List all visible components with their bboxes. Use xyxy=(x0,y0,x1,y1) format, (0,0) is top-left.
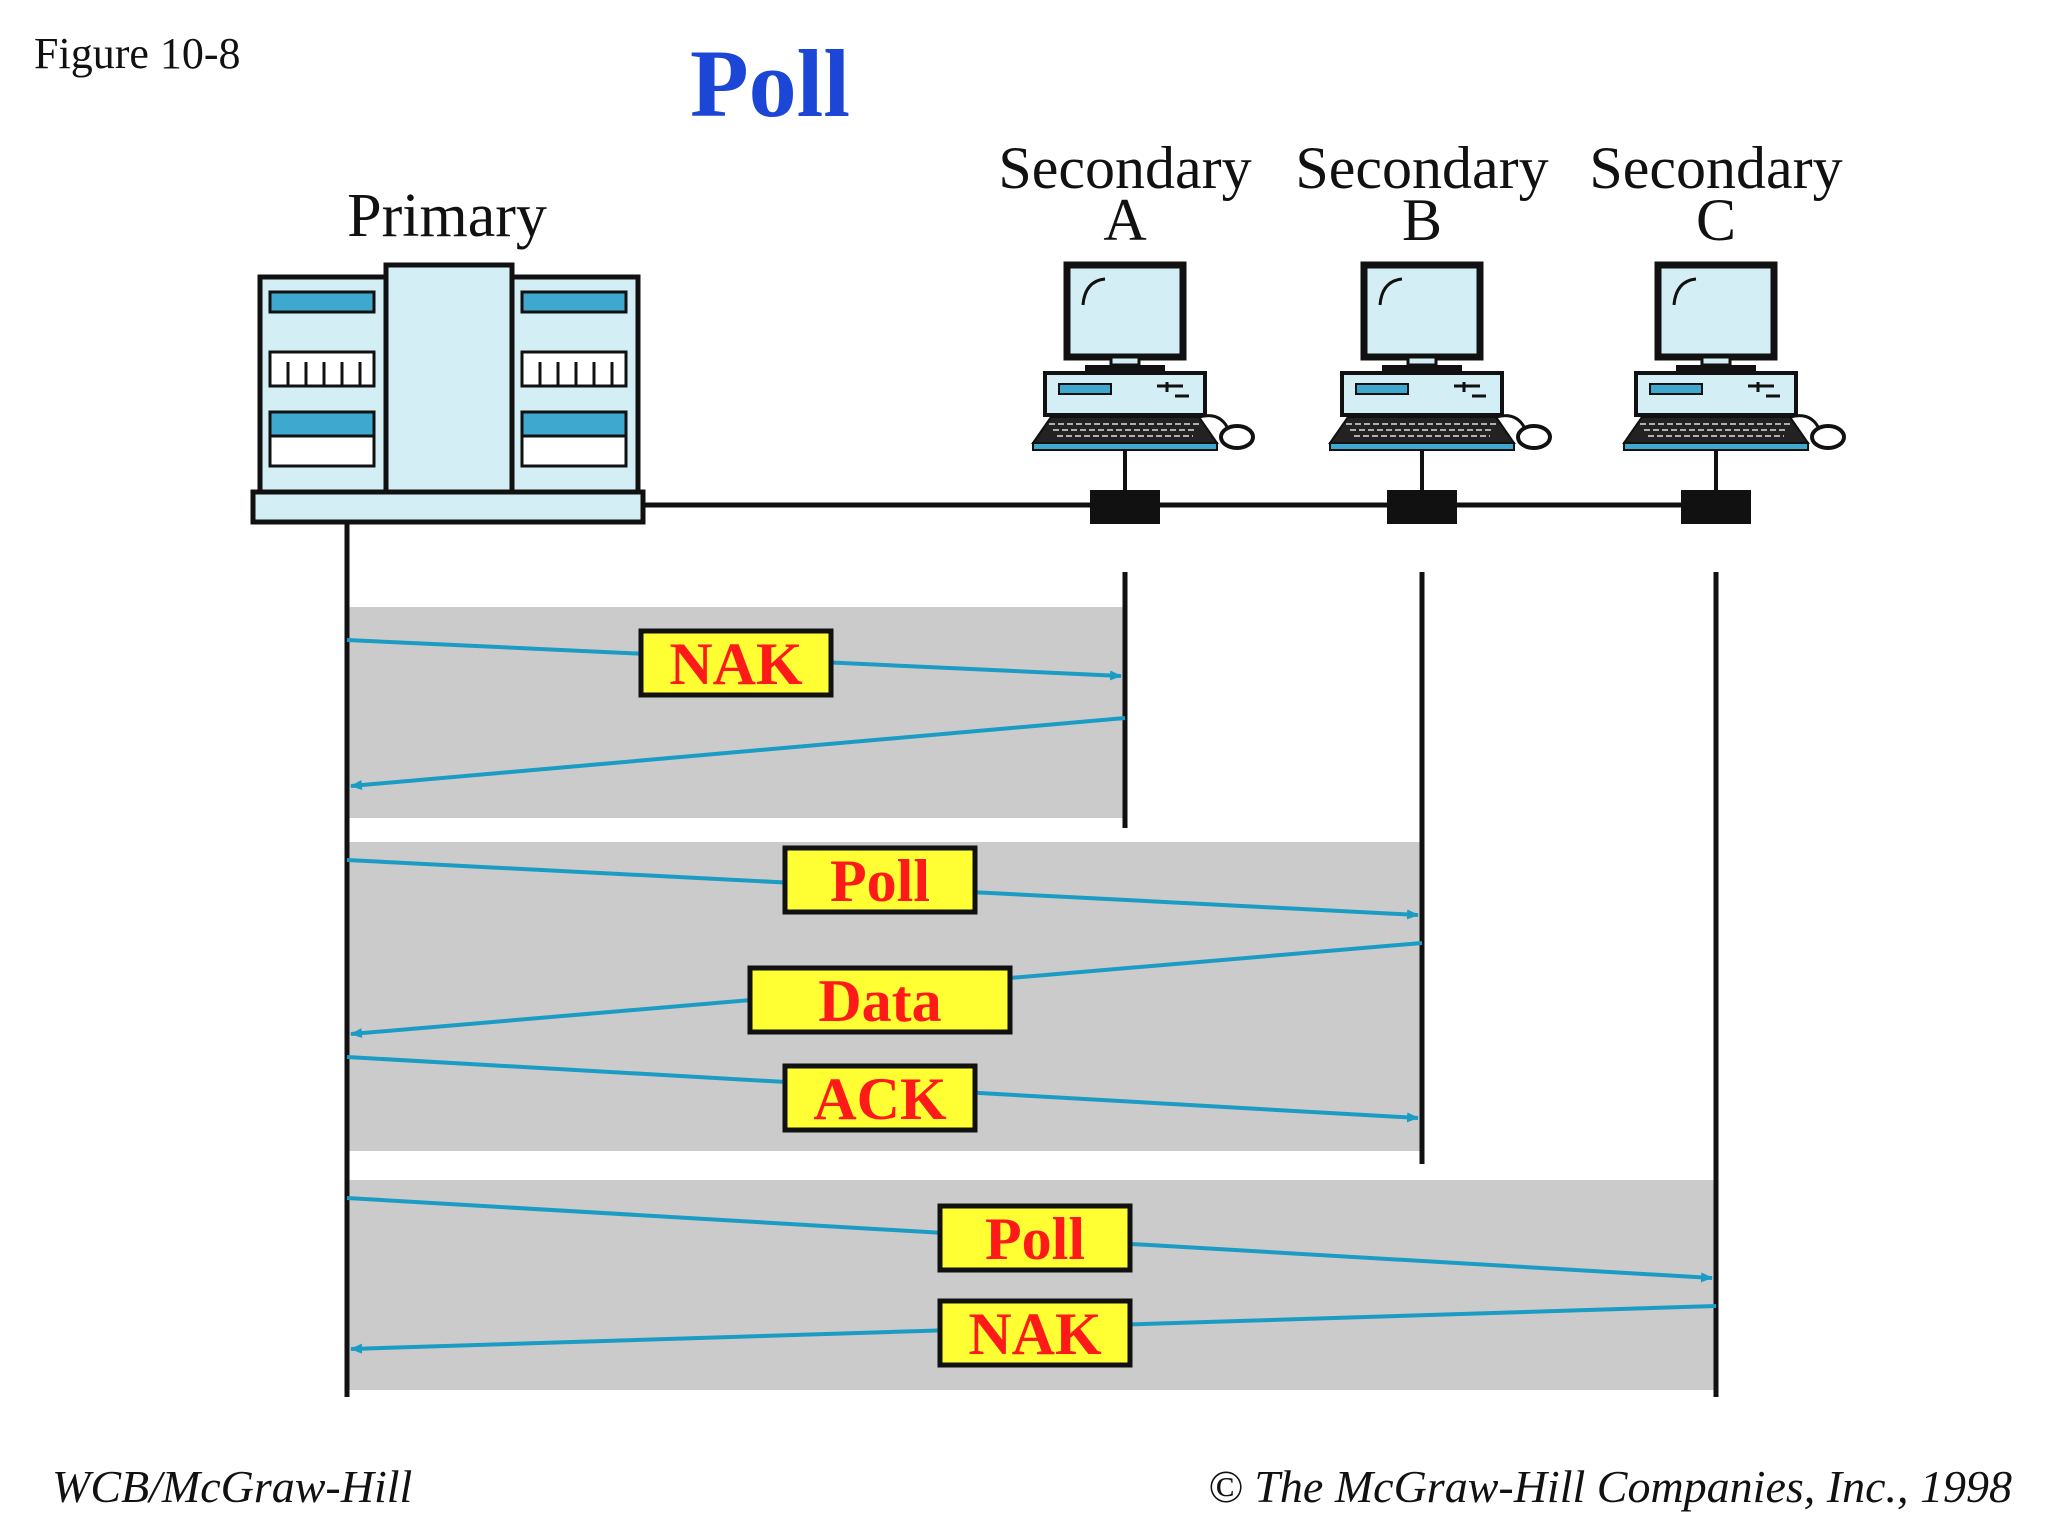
secondary-b-workstation-icon xyxy=(1328,261,1552,524)
secondary-a-workstation-icon xyxy=(1031,261,1255,524)
page-title: Poll xyxy=(690,30,850,137)
secondary-a-label-line1: Secondary xyxy=(998,135,1251,201)
message-label-poll: Poll xyxy=(830,848,930,914)
message-arrow-a-nak xyxy=(350,716,1126,791)
secondary-c-label-line1: Secondary xyxy=(1589,135,1842,201)
secondary-a-label-line2: A xyxy=(1103,187,1146,253)
secondary-c-label-line2: C xyxy=(1696,187,1736,253)
secondary-b-label-line1: Secondary xyxy=(1295,135,1548,201)
message-label-nak: NAK xyxy=(968,1301,1102,1367)
message-label-ack: ACK xyxy=(813,1066,947,1132)
message-label-box xyxy=(937,1298,1133,1368)
message-label-box xyxy=(782,845,978,915)
footer-copyright: © The McGraw-Hill Companies, Inc., 1998 xyxy=(1207,1461,2012,1512)
message-label-box xyxy=(937,1203,1133,1273)
message-label-data: Data xyxy=(818,968,941,1034)
message-label-box xyxy=(747,965,1013,1035)
secondary-b-label-line2: B xyxy=(1402,187,1442,253)
secondary-b-tap xyxy=(1387,490,1457,524)
message-label-nak: NAK xyxy=(669,631,803,697)
secondary-c-workstation-icon xyxy=(1622,261,1846,524)
figure-label: Figure 10-8 xyxy=(34,29,241,78)
secondary-a-tap xyxy=(1090,490,1160,524)
message-label-poll: Poll xyxy=(985,1206,1085,1272)
message-label-box xyxy=(782,1063,978,1133)
secondary-c-tap xyxy=(1681,490,1751,524)
primary-mainframe-icon xyxy=(250,262,646,525)
primary-label: Primary xyxy=(347,182,547,250)
footer-publisher: WCB/McGraw-Hill xyxy=(52,1461,413,1512)
message-label-box xyxy=(638,628,834,698)
